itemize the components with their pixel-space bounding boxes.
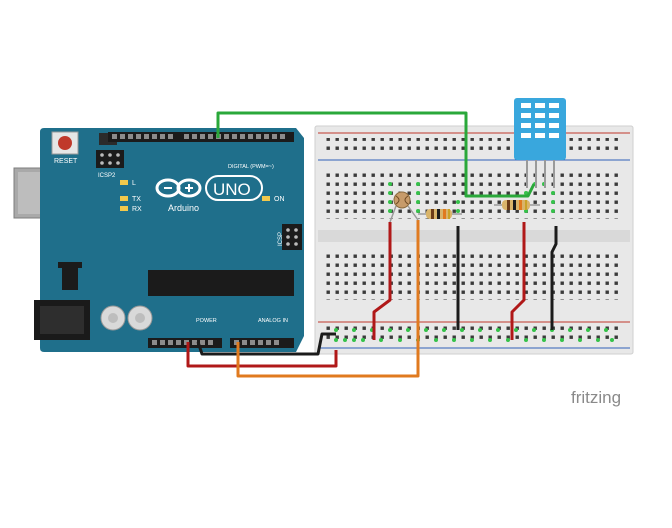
led-l-label: L <box>132 180 136 187</box>
digital-label: DIGITAL (PWM=~) <box>228 164 274 170</box>
analog-label: ANALOG IN <box>258 318 288 324</box>
led-on-label: ON <box>274 196 285 203</box>
wire-black-sensor <box>550 226 558 330</box>
led-rx-label: RX <box>132 206 142 213</box>
icsp-header <box>282 224 302 250</box>
power-label: POWER <box>196 318 217 324</box>
wire-black-gnd <box>196 332 336 356</box>
atmega-chip <box>148 270 294 296</box>
resistor-1 <box>418 209 462 219</box>
uno-logo-text: UNO <box>213 180 251 199</box>
fritzing-watermark: fritzing <box>571 388 621 407</box>
wire-green-data <box>216 111 536 198</box>
icsp2-label: ICSP2 <box>98 173 116 179</box>
arduino-logo: UNO <box>155 175 263 201</box>
arduino-uno-board: RESET ICSP2 DIGITAL (PWM=~) <box>13 128 304 352</box>
wire-red-sensor <box>510 222 526 340</box>
led-tx-label: TX <box>132 196 141 203</box>
connection-dots <box>334 182 614 342</box>
dht-sensor <box>514 98 566 188</box>
status-leds <box>120 180 270 211</box>
photoresistor <box>389 191 419 223</box>
wire-red-ldr <box>372 222 392 340</box>
breadboard <box>314 125 634 355</box>
reset-label: RESET <box>54 158 78 165</box>
icsp2-header <box>96 150 124 168</box>
icsp-label: ICSP <box>278 232 284 246</box>
wire-red-5v <box>186 342 338 368</box>
resistor-2 <box>494 200 540 210</box>
arduino-brand: Arduino <box>168 203 199 213</box>
reset-button[interactable] <box>58 136 72 150</box>
wire-orange-a0 <box>236 220 420 378</box>
